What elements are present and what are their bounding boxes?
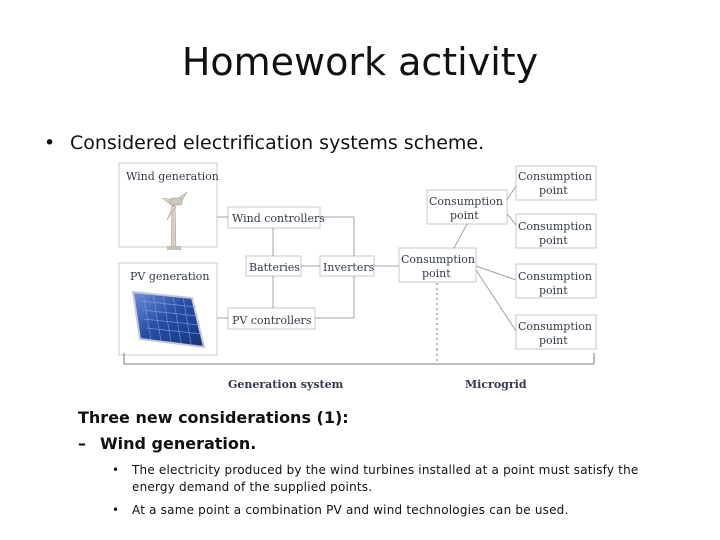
solar-panel-icon: [131, 290, 206, 349]
consumption-point-box-right-4: [515, 314, 597, 350]
consumption-point-right-3-line-1: Consumption: [518, 270, 592, 283]
detail-list: • The electricity produced by the wind t…: [112, 462, 682, 524]
pv-controllers-label: PV controllers: [232, 314, 312, 327]
batteries-label: Batteries: [249, 261, 300, 274]
diagram-connectors: [217, 185, 517, 332]
generation-system-label: Generation system: [228, 378, 344, 391]
main-bullet: • Considered electrification systems sche…: [44, 132, 684, 156]
consumption-point-right-1-line-1: Consumption: [518, 170, 592, 183]
wind-generation-sub-bullet: –Wind generation.: [78, 434, 256, 453]
consumption-point-box-right-3: [515, 263, 597, 299]
inverters-label: Inverters: [323, 261, 375, 274]
wind-generation-box: [118, 162, 218, 248]
consumption-point-right-3-line-2: point: [539, 284, 568, 297]
system-boundary: [123, 283, 595, 365]
consumption-point-box-center: [398, 247, 477, 283]
small-bullet-icon: •: [112, 502, 120, 517]
consumption-point-right-4-line-2: point: [539, 334, 568, 347]
consumption-point-right-2-line-1: Consumption: [518, 220, 592, 233]
dash-bullet-icon: –: [78, 434, 86, 453]
detail-text-pv-wind-combination: At a same point a combination PV and win…: [132, 502, 569, 517]
consumption-point-box-right-2: [515, 213, 597, 249]
consumption-point-upper-line-2: point: [450, 209, 479, 222]
consumption-point-right-1-line-2: point: [539, 184, 568, 197]
consumption-point-box-upper: [426, 189, 508, 225]
electrification-scheme-diagram: Wind generation PV generation: [118, 162, 604, 394]
consumption-point-right-4-line-1: Consumption: [518, 320, 592, 333]
detail-item: • The electricity produced by the wind t…: [112, 462, 682, 497]
wind-controllers-label: Wind controllers: [232, 212, 325, 225]
detail-text-wind-demand: The electricity produced by the wind tur…: [132, 463, 639, 495]
wind-turbine-icon: [161, 191, 188, 250]
consumption-point-box-right-1: [515, 165, 597, 201]
wind-generation-sub-bullet-text: Wind generation.: [100, 434, 257, 453]
electrification-scheme-svg: Wind generation PV generation: [118, 162, 597, 391]
detail-item: • At a same point a combination PV and w…: [112, 502, 682, 519]
wind-generation-label: Wind generation: [126, 170, 219, 183]
consumption-point-upper-line-1: Consumption: [429, 195, 503, 208]
bullet-dot-icon: •: [44, 132, 56, 154]
small-bullet-icon: •: [112, 463, 120, 477]
microgrid-label: Microgrid: [465, 378, 527, 391]
pv-generation-label: PV generation: [130, 270, 209, 283]
consumption-point-center-line-1: Consumption: [401, 253, 475, 266]
slide-title: Homework activity: [181, 40, 539, 84]
consumption-point-right-2-line-2: point: [539, 234, 568, 247]
considerations-heading: Three new considerations (1):: [78, 408, 349, 427]
consumption-point-center-line-2: point: [422, 267, 451, 280]
main-bullet-text: Considered electrification systems schem…: [70, 132, 485, 154]
